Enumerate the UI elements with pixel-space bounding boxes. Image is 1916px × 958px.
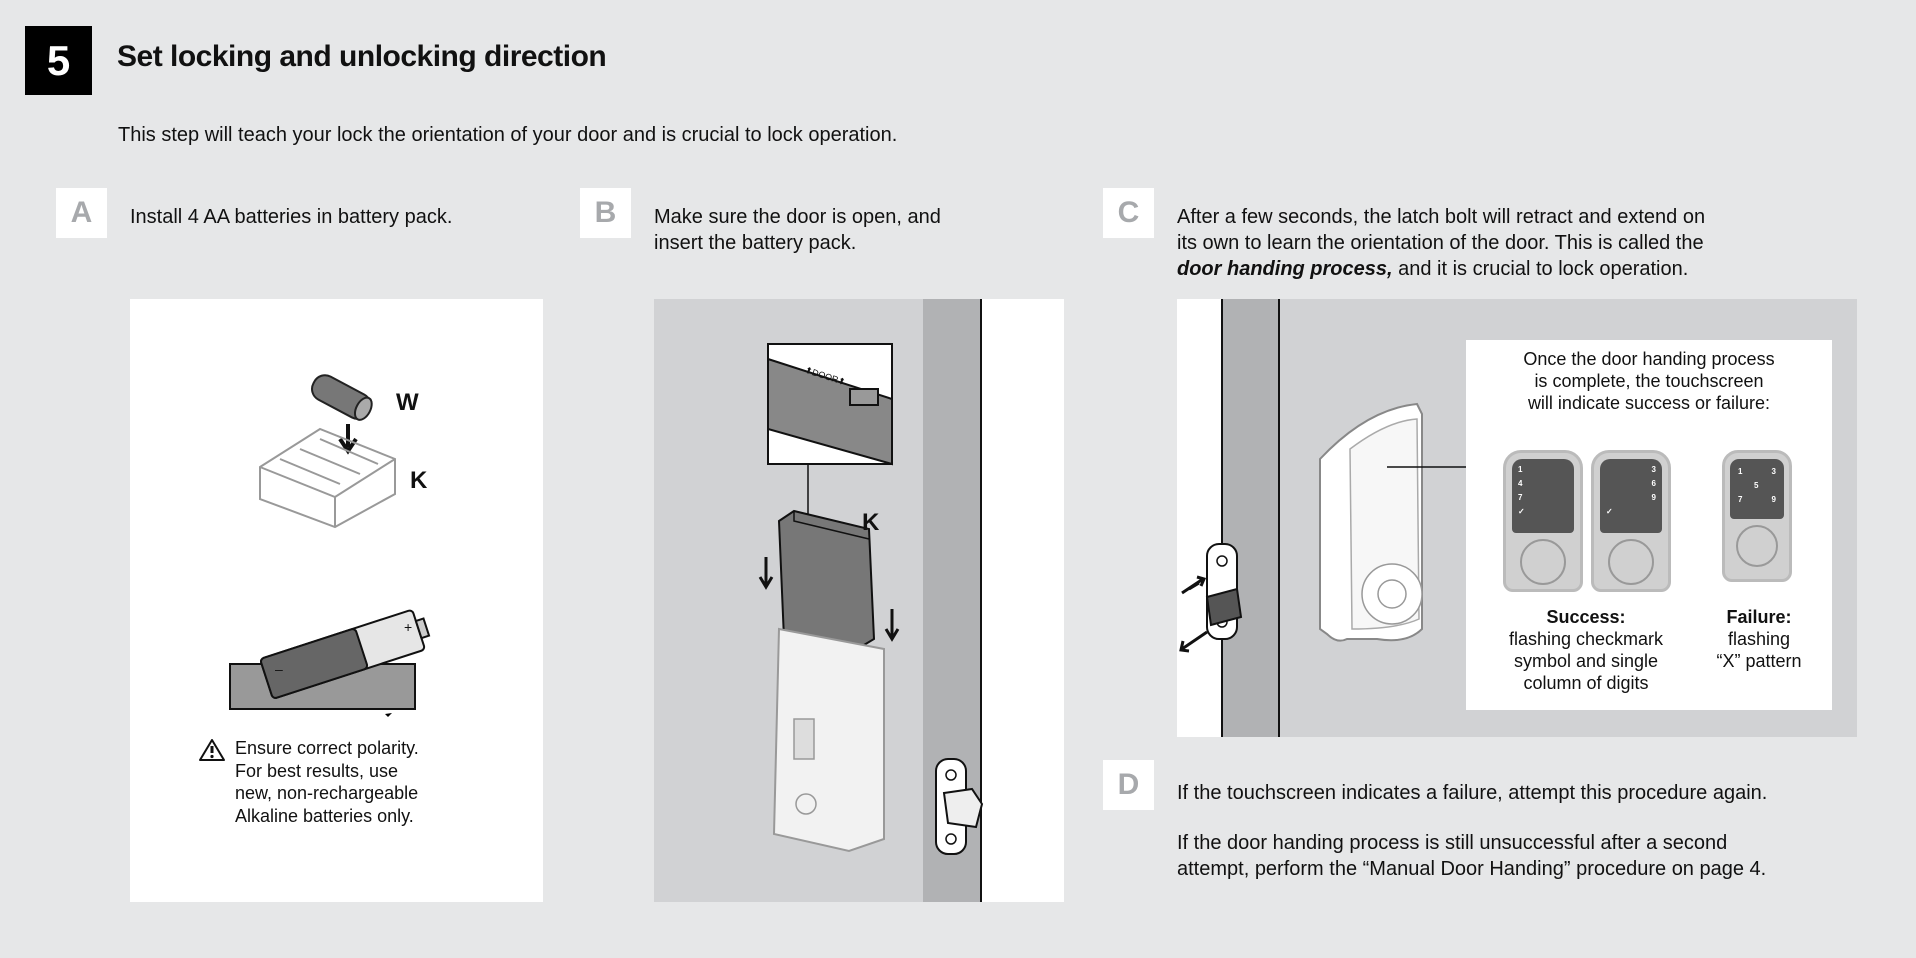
success-line: symbol and single <box>1513 651 1659 671</box>
substep-letter-c: C <box>1103 188 1154 238</box>
result-callout-box: Once the door handing process is complet… <box>1466 340 1832 710</box>
minus-sign: – <box>275 661 283 677</box>
checkmark-icon: ✓ <box>1606 507 1613 516</box>
substep-c-line: its own to learn the orientation of the … <box>1177 232 1704 254</box>
substep-c-line: After a few seconds, the latch bolt will… <box>1177 206 1706 228</box>
warning-line: For best results, use <box>235 760 399 781</box>
substep-letter-a: A <box>56 188 107 238</box>
substep-b-text: Make sure the door is open, and insert t… <box>654 204 941 256</box>
failure-title: Failure: <box>1726 607 1792 627</box>
plus-sign: + <box>404 619 413 635</box>
arrow-down-icon <box>758 557 774 590</box>
deadbolt-illustration <box>1179 402 1466 653</box>
warning-text: Ensure correct polarity. For best result… <box>235 737 419 827</box>
digit: 3 <box>1651 465 1656 474</box>
door-edge <box>1177 299 1223 737</box>
digit: 7 <box>1518 493 1523 502</box>
panel-b-illustration: ⬍DOOR⬍ K <box>654 299 1064 902</box>
substep-b-line: insert the battery pack. <box>654 232 857 254</box>
warning-triangle-icon <box>199 739 225 761</box>
failure-line: flashing <box>1727 629 1791 649</box>
substep-letter-d: D <box>1103 760 1154 810</box>
substep-d-line: If the door handing process is still uns… <box>1177 832 1728 854</box>
substep-c-line: door handing process, and it is crucial … <box>1177 256 1705 282</box>
success-title: Success: <box>1546 607 1626 627</box>
digit: 1 <box>1738 467 1743 476</box>
digit: 9 <box>1771 495 1776 504</box>
digit: 7 <box>1738 495 1743 504</box>
door-edge <box>982 299 1064 902</box>
arrow-in-icon <box>1181 575 1207 595</box>
substep-letter-b: B <box>580 188 631 238</box>
callout-text: Once the door handing process is complet… <box>1466 348 1832 414</box>
label-w: W <box>396 389 419 416</box>
step-number: 5 <box>25 26 92 95</box>
panel-c-illustration: Once the door handing process is complet… <box>1177 299 1857 737</box>
warning-line: new, non-rechargeable <box>235 783 419 803</box>
checkmark-icon: ✓ <box>1518 507 1525 516</box>
battery-insert-icon <box>260 609 431 699</box>
label-k: K <box>410 467 428 494</box>
lock-assembly-illustration <box>758 343 984 855</box>
callout-line: Once the door handing process <box>1523 349 1775 369</box>
digit: 4 <box>1518 479 1523 488</box>
battery-pack-icon <box>259 427 396 529</box>
warning-line: Ensure correct polarity. <box>235 738 419 758</box>
page-title: Set locking and unlocking direction <box>117 40 607 73</box>
label-k: K <box>862 509 880 536</box>
callout-line: will indicate success or failure: <box>1527 393 1771 413</box>
door-frame <box>1223 299 1280 737</box>
panel-a-illustration: W K + – Ensure correct polarity. For bes… <box>130 299 543 902</box>
substep-d-para2: If the door handing process is still uns… <box>1177 830 1766 882</box>
success-line: column of digits <box>1523 673 1649 693</box>
substep-a-text: Install 4 AA batteries in battery pack. <box>130 206 453 228</box>
arrow-out-icon <box>1179 630 1208 653</box>
substep-c-text: After a few seconds, the latch bolt will… <box>1177 204 1705 282</box>
warning-line: Alkaline batteries only. <box>235 805 414 826</box>
callout-line: is complete, the touchscreen <box>1534 371 1764 391</box>
substep-b-line: Make sure the door is open, and <box>654 206 941 228</box>
digit: 6 <box>1651 479 1656 488</box>
door-handing-term: door handing process, <box>1177 258 1393 280</box>
success-lock-left: 1 4 7 ✓ <box>1503 450 1583 592</box>
arrow-down-icon <box>884 609 900 642</box>
failure-lock: 1 3 5 7 9 <box>1722 450 1792 582</box>
failure-line: “X” pattern <box>1716 651 1802 671</box>
aa-battery-icon <box>311 374 373 421</box>
latch-bolt <box>942 787 984 829</box>
substep-d-line: attempt, perform the “Manual Door Handin… <box>1177 858 1767 880</box>
digit: 1 <box>1518 465 1523 474</box>
digit: 3 <box>1771 467 1776 476</box>
success-line: flashing checkmark <box>1508 629 1664 649</box>
digit: 9 <box>1651 493 1656 502</box>
substep-c-rest: and it is crucial to lock operation. <box>1392 258 1689 280</box>
success-lock-right: 3 6 9 ✓ <box>1591 450 1671 592</box>
battery-illustration <box>229 374 431 717</box>
intro-text: This step will teach your lock the orien… <box>118 124 898 146</box>
digit: 5 <box>1754 481 1759 490</box>
failure-caption: Failure: flashing “X” pattern <box>1694 606 1824 672</box>
success-caption: Success: flashing checkmark symbol and s… <box>1486 606 1686 694</box>
substep-d-para1: If the touchscreen indicates a failure, … <box>1177 782 1768 804</box>
